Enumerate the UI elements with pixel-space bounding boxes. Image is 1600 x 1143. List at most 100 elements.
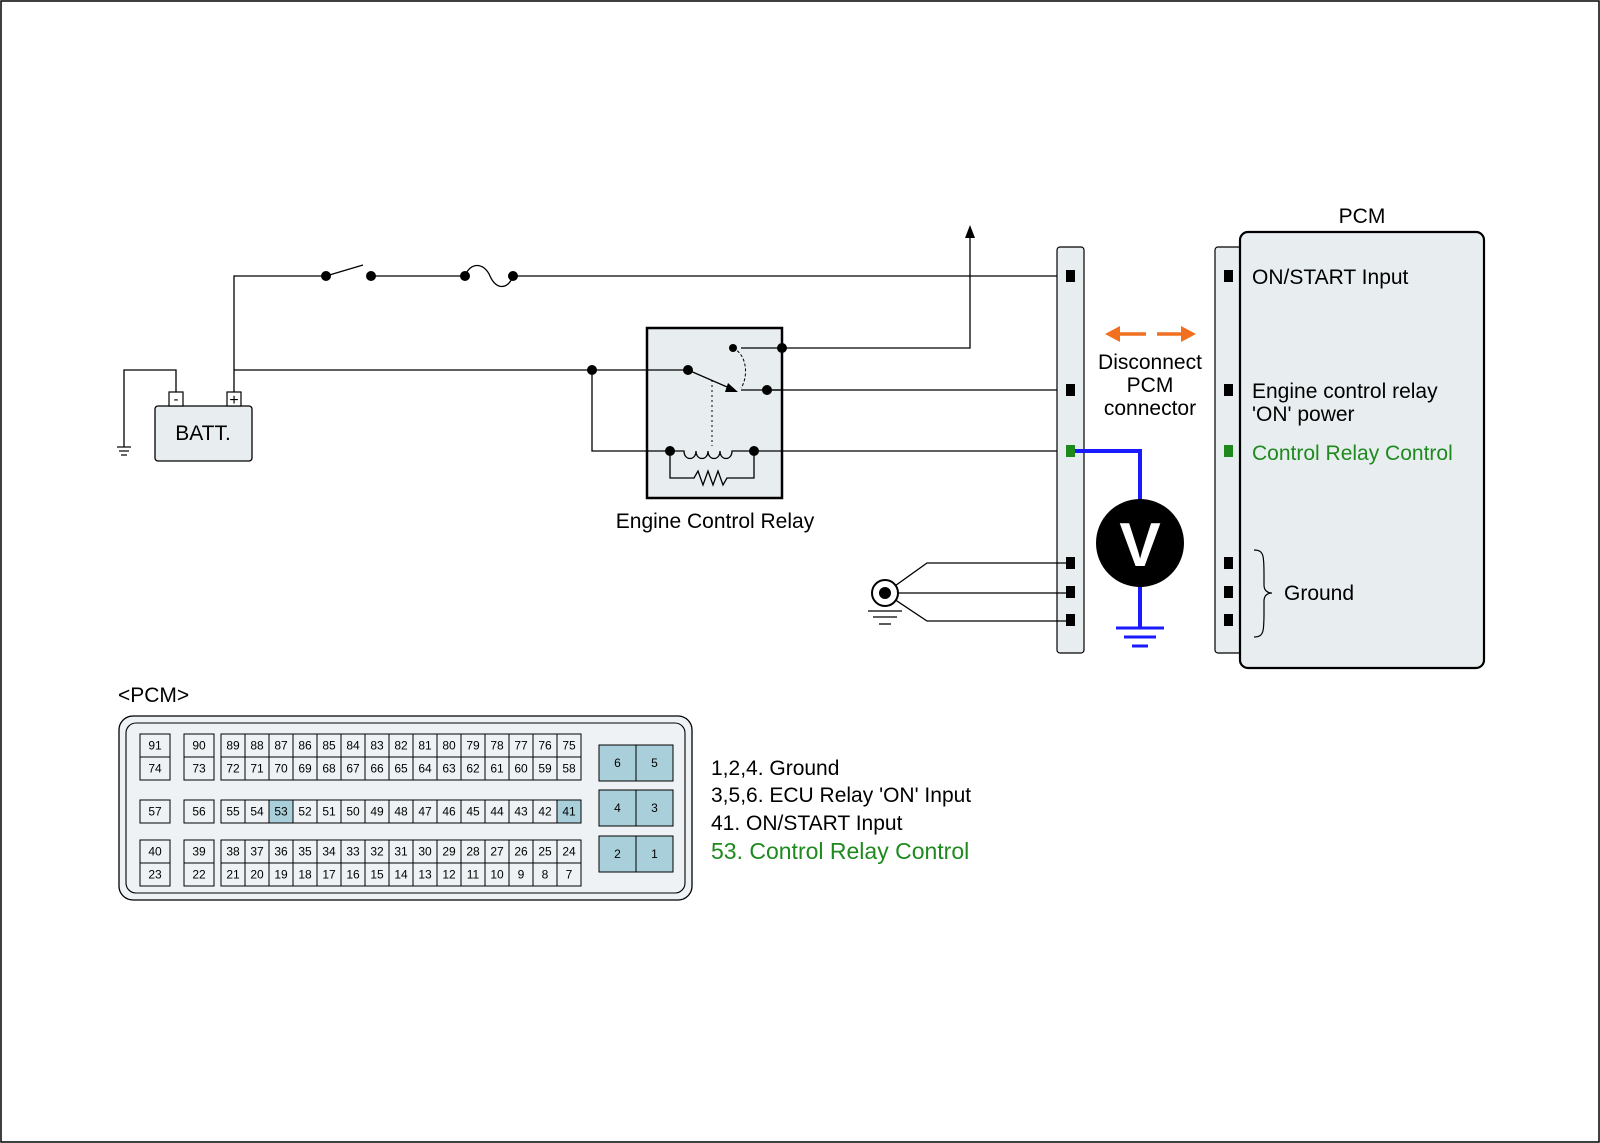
connector-pin-label: 70 — [274, 762, 288, 776]
pin-legend: 1,2,4. Ground 3,5,6. ECU Relay 'ON' Inpu… — [711, 757, 971, 864]
connector-pin-label: 74 — [148, 762, 162, 776]
connector-pin-label: 27 — [490, 845, 504, 859]
connector-pin-label: 88 — [250, 739, 264, 753]
voltmeter-label: V — [1119, 511, 1160, 580]
connector-pin-label: 79 — [466, 739, 480, 753]
connector-pin-label: 90 — [192, 739, 206, 753]
body-ground-wires — [884, 562, 1068, 622]
connector-pin-label: 44 — [490, 805, 504, 819]
battery-label: BATT. — [175, 422, 231, 445]
connector-pin-56 — [183, 799, 215, 824]
connector-pin-57 — [139, 799, 171, 824]
pcm-pin-relay-power-line1: Engine control relay — [1252, 380, 1438, 403]
connector-pin-5 — [635, 744, 674, 782]
legend-on-start: 41. ON/START Input — [711, 812, 903, 835]
connector-pin-label: 35 — [298, 845, 312, 859]
connector-pin-label: 45 — [466, 805, 480, 819]
connector-pin-label: 85 — [322, 739, 336, 753]
connector-pin-label: 6 — [614, 756, 621, 770]
connector-pin-58 — [556, 756, 582, 781]
connector-pin-label: 75 — [562, 739, 576, 753]
connector-pin-label: 40 — [148, 845, 162, 859]
pcm-pin-relay-control: Control Relay Control — [1252, 442, 1453, 465]
legend-ground: 1,2,4. Ground — [711, 757, 839, 780]
connector-pin-label: 19 — [274, 868, 288, 882]
connector-pin-label: 33 — [346, 845, 360, 859]
connector-pin-label: 32 — [370, 845, 384, 859]
voltmeter-ground-icon — [1116, 626, 1164, 648]
connector-pin-label: 11 — [467, 868, 480, 882]
connector-pin-label: 51 — [322, 805, 336, 819]
battery: - + BATT. — [154, 391, 253, 462]
disconnect-label-line1: Disconnect — [1098, 351, 1202, 374]
connector-pin-label: 67 — [346, 762, 360, 776]
connector-pin-7 — [556, 862, 582, 887]
connector-pin-label: 47 — [418, 805, 432, 819]
connector-pin-label: 69 — [298, 762, 312, 776]
fuse-icon — [460, 264, 518, 288]
connector-pin-label: 25 — [538, 845, 552, 859]
battery-neg-label: - — [174, 391, 179, 408]
pcm-pin-relay-power-line2: 'ON' power — [1252, 403, 1355, 426]
connector-pin-label: 37 — [250, 845, 264, 859]
connector-pin-label: 83 — [370, 739, 384, 753]
connector-pin-74 — [139, 756, 171, 781]
connector-pin-2 — [598, 835, 637, 873]
voltmeter-probe-wire — [1075, 449, 1142, 500]
chassis-ground-icon — [117, 446, 131, 456]
connector-pin-label: 34 — [322, 845, 336, 859]
pcm-module: PCM ON/START Input Engine control relay … — [1214, 205, 1486, 670]
connector-pin-label: 68 — [322, 762, 336, 776]
body-ground-icon — [868, 579, 902, 625]
connector-pin-label: 8 — [542, 868, 549, 882]
connector-pin-label: 54 — [250, 805, 264, 819]
connector-pin-label: 72 — [226, 762, 240, 776]
connector-pin-label: 77 — [514, 739, 528, 753]
connector-pin-label: 30 — [418, 845, 432, 859]
connector-pin-label: 58 — [562, 762, 576, 776]
connector-pin-label: 38 — [226, 845, 240, 859]
connector-pin-label: 60 — [514, 762, 528, 776]
connector-pin-label: 10 — [490, 868, 504, 882]
connector-pin-label: 76 — [538, 739, 552, 753]
connector-pin-41 — [556, 799, 582, 824]
connector-pin-label: 7 — [566, 868, 573, 882]
connector-pin-label: 29 — [442, 845, 456, 859]
connector-pin-label: 61 — [490, 762, 504, 776]
connector-pin-label: 53 — [274, 805, 288, 819]
connector-pin-label: 87 — [274, 739, 288, 753]
connector-pin-label: 65 — [394, 762, 408, 776]
connector-pin-label: 28 — [466, 845, 480, 859]
connector-pin-3 — [635, 789, 674, 827]
connector-pin-label: 78 — [490, 739, 504, 753]
connector-pin-label: 52 — [298, 805, 312, 819]
connector-pin-label: 62 — [466, 762, 480, 776]
ground-brace-icon — [1253, 549, 1273, 638]
connector-pin-label: 23 — [148, 868, 162, 882]
connector-pin-label: 59 — [538, 762, 552, 776]
connector-pin-label: 26 — [514, 845, 528, 859]
ignition-switch-icon — [321, 264, 376, 281]
connector-pin-label: 50 — [346, 805, 360, 819]
disconnect-arrows-icon — [1105, 326, 1196, 342]
connector-pin-label: 12 — [442, 868, 456, 882]
connector-pin-label: 48 — [394, 805, 408, 819]
connector-pin-label: 31 — [394, 845, 408, 859]
connector-pin-label: 5 — [651, 756, 658, 770]
connector-pin-22 — [183, 862, 215, 887]
connector-pin-label: 3 — [651, 801, 658, 815]
connector-pin-label: 24 — [562, 845, 576, 859]
connector-pin-label: 71 — [250, 762, 264, 776]
connector-pin-label: 73 — [192, 762, 206, 776]
pcm-title: PCM — [1339, 205, 1386, 228]
pcm-pin-ground: Ground — [1284, 582, 1354, 605]
connector-pin-label: 64 — [418, 762, 432, 776]
connector-pin-label: 20 — [250, 868, 264, 882]
battery-pos-label: + — [229, 392, 238, 409]
connector-pin-label: 17 — [322, 868, 336, 882]
